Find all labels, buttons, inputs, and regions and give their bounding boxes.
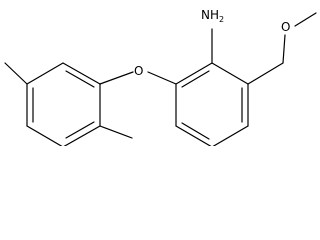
bond-ring2-O	[247, 62, 284, 85]
bond-ring2-a	[211, 62, 249, 85]
ether-oxygen-label: O	[134, 64, 143, 78]
bond-methyl-2	[99, 125, 133, 139]
amine-label: NH2	[201, 8, 224, 24]
bond-ring2-c	[212, 125, 249, 146]
bond-CH2-CH	[175, 62, 213, 85]
left-aromatic-ring	[26, 62, 101, 146]
bond-ring2-double-3	[181, 70, 210, 88]
right-aromatic-ring	[175, 62, 249, 146]
bond-ring1-double-2	[65, 121, 95, 139]
structure-diagram: O NH2 O	[4, 8, 317, 146]
bond-ring1-double-1	[65, 70, 95, 88]
methoxy-oxygen-label: O	[281, 20, 290, 34]
bond-O-aryl-link	[282, 34, 286, 64]
bond-ring1-a	[62, 62, 101, 85]
bond-ring1-O	[99, 71, 134, 85]
bond-methyl-5	[4, 62, 28, 85]
structure-canvas: O NH2 O	[4, 8, 317, 146]
bond-ring2-double-2	[181, 122, 210, 140]
bond-ring1-f	[26, 62, 64, 85]
bond-ring1-c	[63, 125, 101, 146]
bond-O-methyl	[294, 12, 317, 27]
bond-ring1-d	[26, 125, 63, 146]
bond-O-CH2	[147, 71, 177, 85]
bond-ring2-d	[175, 125, 212, 146]
